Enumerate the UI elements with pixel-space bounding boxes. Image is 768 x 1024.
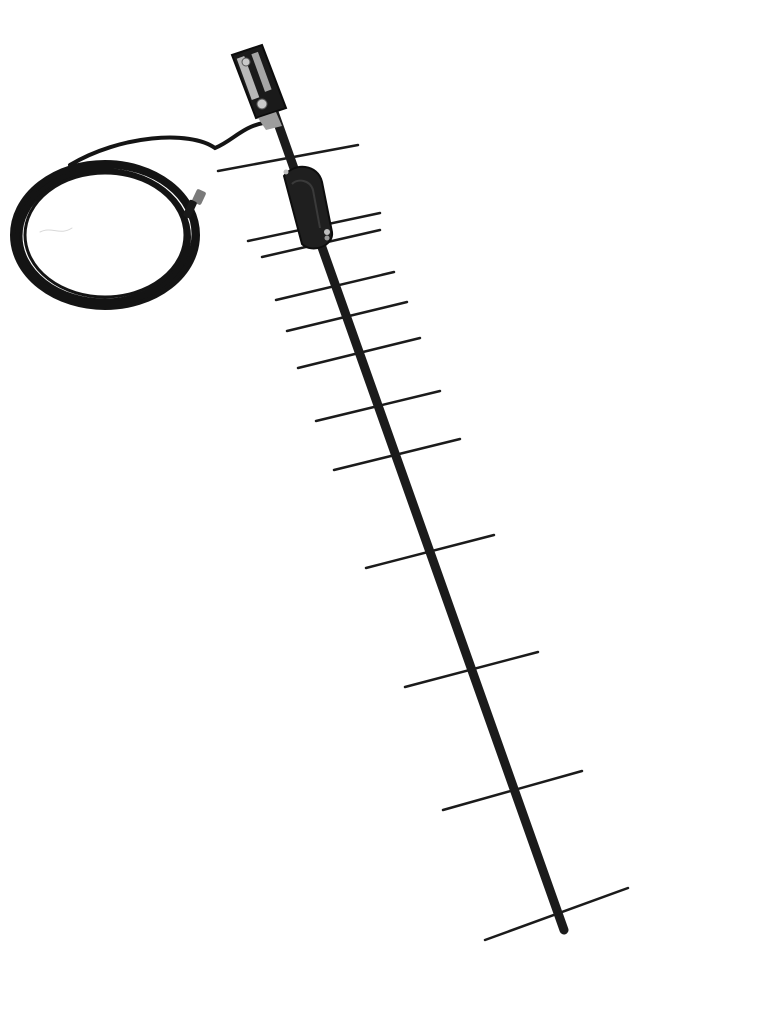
clamp-bracket [258, 112, 282, 130]
feed-screw-icon [324, 235, 330, 241]
antenna-elements [216, 143, 630, 942]
clamp-nut-icon [256, 98, 268, 110]
cable-loop-6 [23, 171, 187, 299]
coiled-cable [10, 120, 277, 310]
feed-screw-icon [283, 169, 289, 175]
reflector-element [216, 143, 360, 173]
connector-boot [183, 199, 197, 219]
director-element [274, 270, 396, 302]
antenna-boom [269, 107, 569, 935]
clamp-nut-icon [241, 57, 251, 67]
director-element [441, 769, 584, 812]
cable-loop-5 [15, 168, 191, 306]
director-element [483, 886, 630, 942]
director-element [364, 533, 496, 570]
clamp-bolt [251, 51, 272, 92]
feed-box-highlight [291, 179, 321, 229]
cable-lead [68, 120, 277, 167]
director-element [285, 300, 409, 333]
clamp-bolt [236, 55, 260, 101]
connector-body [192, 189, 206, 205]
feed-screw-icon [324, 229, 330, 235]
director-element [403, 650, 540, 689]
cable-connector [183, 189, 206, 219]
feed-housing [282, 166, 334, 250]
director-element [332, 437, 462, 472]
director-element [314, 389, 442, 423]
director-element [296, 336, 422, 370]
cable-wire-detail [39, 227, 73, 233]
mounting-clamp [230, 43, 288, 130]
